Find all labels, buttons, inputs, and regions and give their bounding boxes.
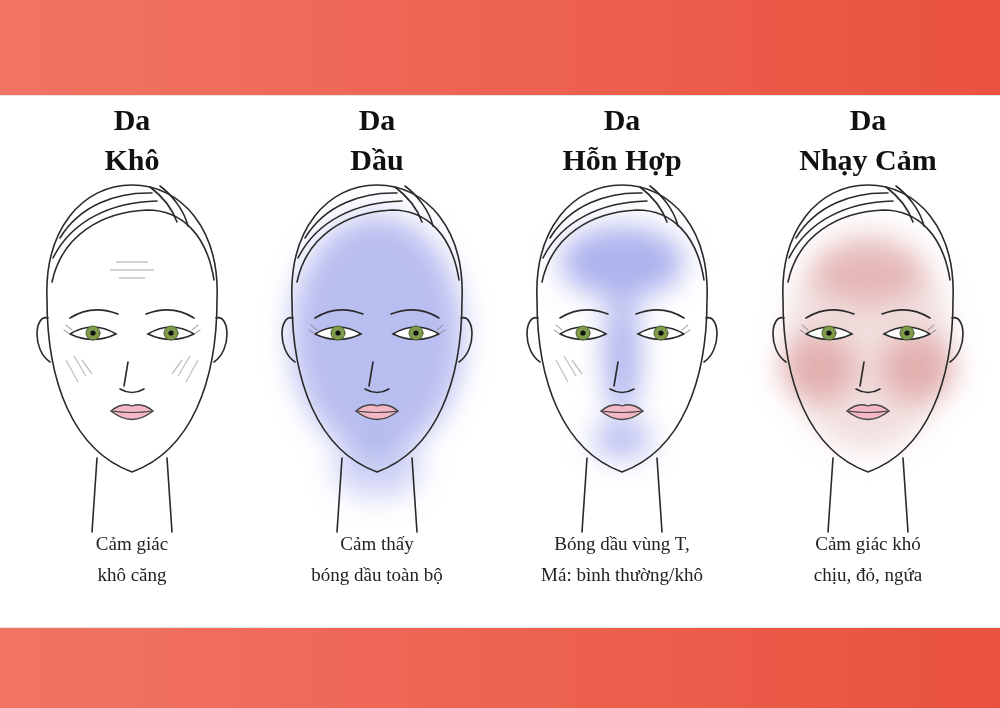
panel — [0, 95, 1000, 628]
panel-edge — [0, 627, 1000, 628]
dryness-lines — [556, 356, 582, 382]
skin-type-caption: Bóng dầu vùng T, Má: bình thường/khô — [541, 528, 703, 590]
dryness-lines — [66, 262, 198, 382]
skin-type-title: Da Khô — [104, 100, 159, 180]
face-drawing — [282, 185, 472, 532]
skin-type-panel: Da Nhạy CảmCảm giác khó chịu, đỏ, ngứa — [748, 100, 988, 590]
skin-type-panel: Da DầuCảm thấy bóng dầu toàn bộ — [257, 100, 497, 590]
skin-type-caption: Cảm giác khó chịu, đỏ, ngứa — [814, 528, 922, 590]
face-drawing — [37, 185, 227, 532]
panel-edge — [0, 95, 1000, 96]
skin-type-title: Da Hỗn Hợp — [562, 100, 681, 180]
bottom-band — [0, 628, 1000, 708]
oil-shading — [291, 215, 463, 498]
skin-type-caption: Cảm giác khô căng — [96, 528, 168, 590]
face-drawing — [773, 185, 963, 532]
skin-type-title: Da Nhạy Cảm — [799, 100, 937, 180]
skin-type-panel: Da KhôCảm giác khô căng — [12, 100, 252, 590]
skin-type-caption: Cảm thấy bóng dầu toàn bộ — [311, 528, 442, 590]
skin-type-title: Da Dầu — [350, 100, 403, 180]
top-band — [0, 0, 1000, 95]
oil-shading — [560, 226, 684, 458]
face-drawing — [527, 185, 717, 532]
skin-type-panel: Da Hỗn HợpBóng dầu vùng T, Má: bình thườ… — [502, 100, 742, 590]
